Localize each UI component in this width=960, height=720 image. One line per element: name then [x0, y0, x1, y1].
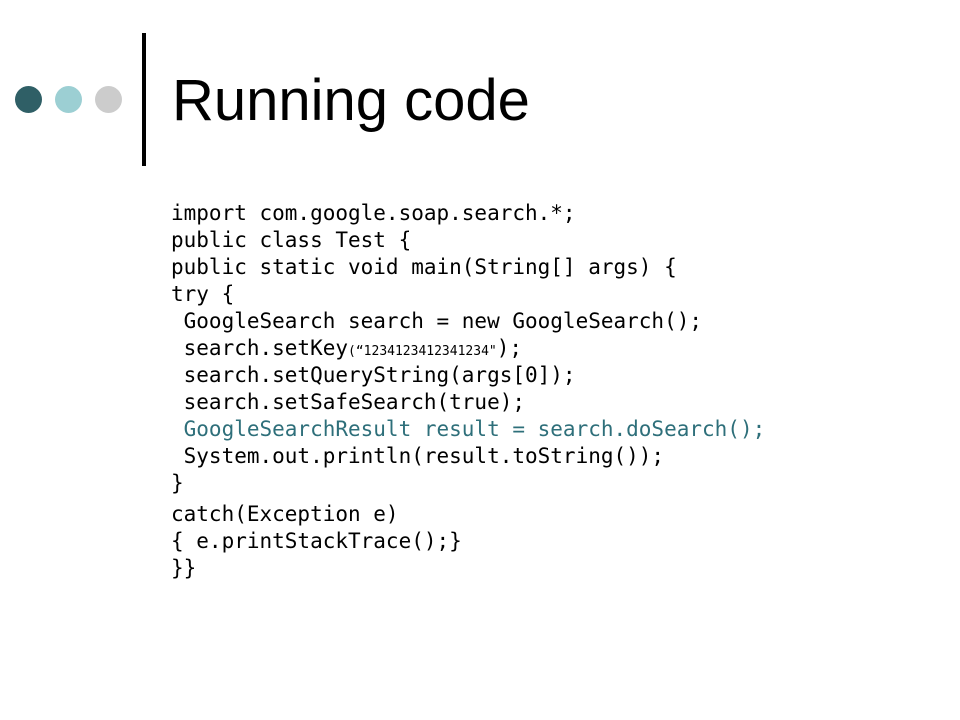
bullet-dot-gray	[95, 86, 122, 113]
code-line: search.setSafeSearch(true);	[171, 390, 526, 414]
slide-title: Running code	[172, 68, 530, 133]
code-line: catch(Exception e)	[171, 502, 399, 526]
code-line-highlighted: GoogleSearchResult result = search.doSea…	[171, 417, 766, 441]
code-setkey-close: );	[496, 336, 523, 360]
title-divider-line	[142, 33, 146, 166]
code-line: }}	[171, 556, 197, 580]
bullet-dot-dark-teal	[15, 86, 42, 113]
code-block: import com.google.soap.search.*; public …	[171, 200, 765, 582]
code-line: public class Test {	[171, 228, 412, 252]
code-line: GoogleSearch search = new GoogleSearch()…	[171, 309, 703, 333]
code-setkey-call: search.setKey	[171, 336, 349, 360]
code-line-setkey: search.setKey(“1234123412341234");	[171, 335, 765, 362]
code-line: { e.printStackTrace();}	[171, 529, 462, 553]
code-line: search.setQueryString(args[0]);	[171, 363, 576, 387]
bullet-dot-light-teal	[55, 86, 82, 113]
code-line: try {	[171, 282, 235, 306]
code-setkey-argument: (“1234123412341234"	[348, 344, 497, 359]
code-line: public static void main(String[] args) {	[171, 255, 677, 279]
code-line: System.out.println(result.toString());	[171, 444, 665, 468]
code-line: }	[171, 471, 184, 495]
code-line: import com.google.soap.search.*;	[171, 201, 576, 225]
